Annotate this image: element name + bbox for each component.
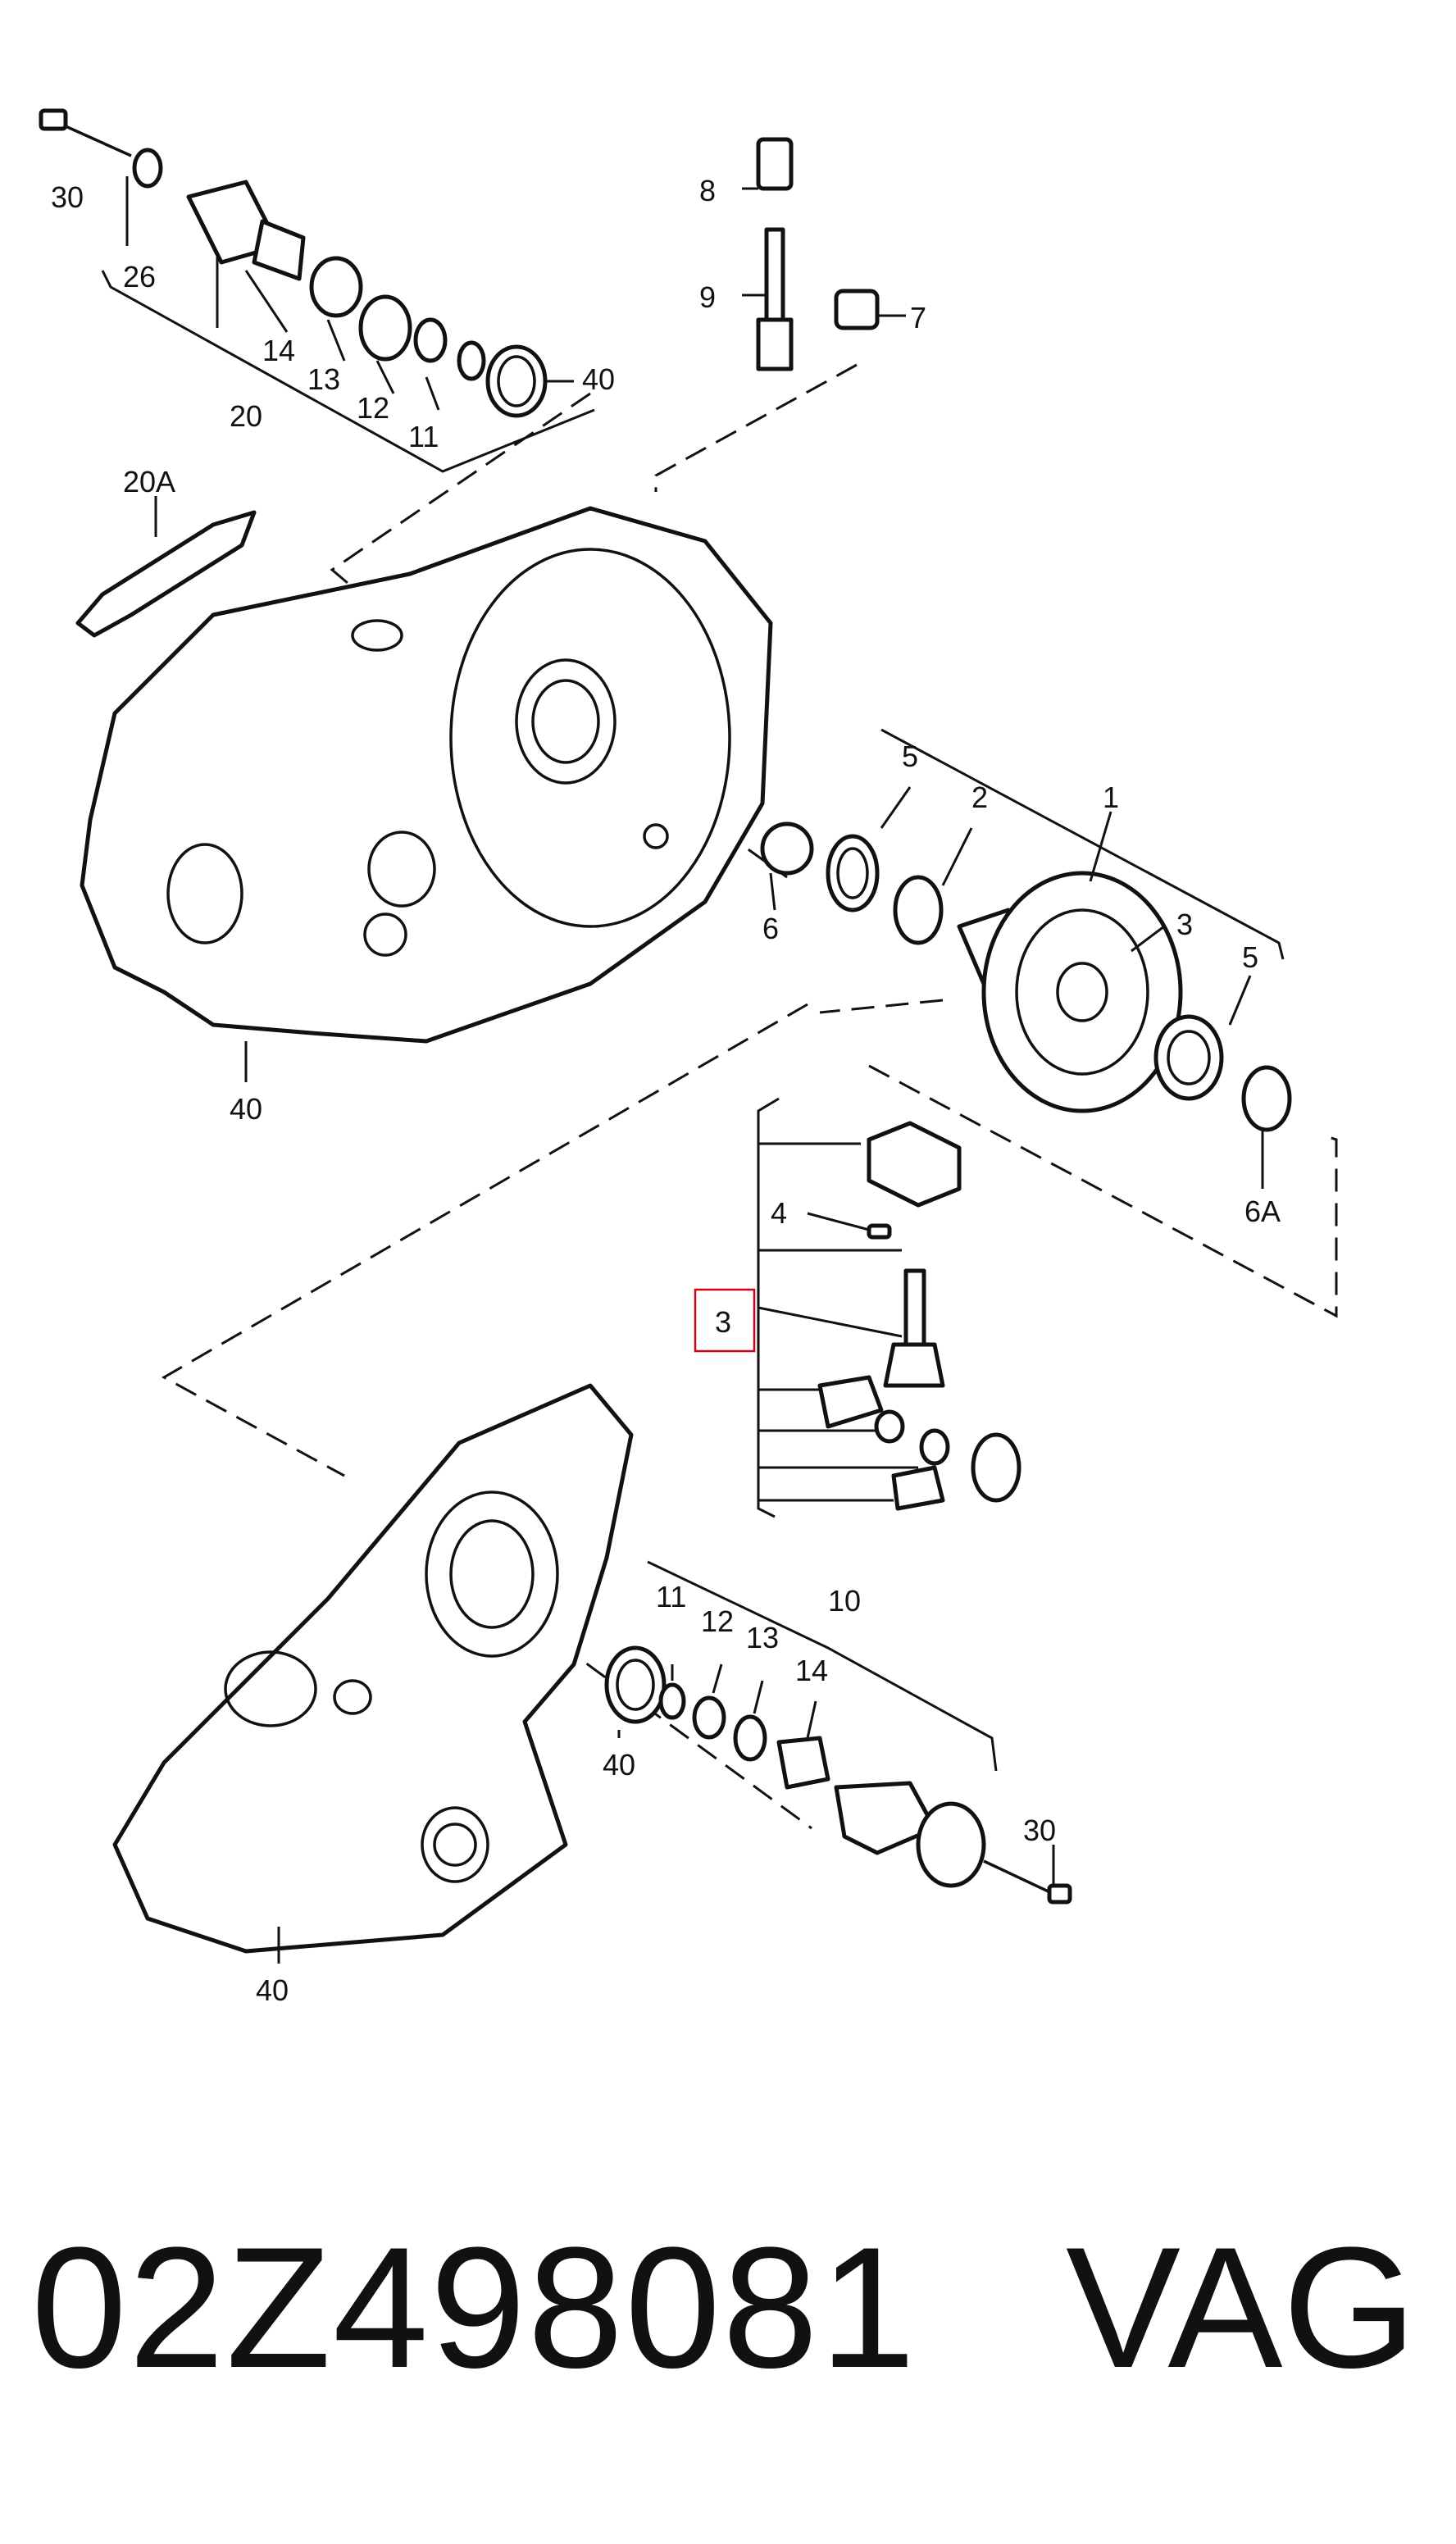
drive-flange-shaft-top [39,108,548,418]
callout-11-bottom: 11 [656,1580,686,1613]
lower-transmission-housing [112,1383,634,1954]
callout-1: 1 [1103,780,1119,814]
callout-40-top: 40 [582,362,615,396]
callout-30-top: 30 [51,180,84,214]
differential-internals [817,1121,1021,1511]
callout-5-left: 5 [902,740,918,773]
callout-30-bottom: 30 [1023,1814,1056,1847]
exploded-parts-diagram: 30 26 14 13 12 11 40 20 8 9 7 20A 40 5 2… [39,108,1338,2007]
differential-assembly [760,821,1292,1132]
drive-flange-shaft-bottom [604,1645,1072,1905]
brand-name: VAG [1066,2211,1417,2404]
callout-13-bottom: 13 [746,1621,779,1654]
callout-2: 2 [971,780,988,814]
callout-8: 8 [699,174,716,207]
sender-and-plug-top [756,137,880,371]
callout-40-seal-bottom: 40 [603,1748,635,1782]
callout-14-top: 14 [262,334,295,367]
callout-7: 7 [910,301,926,334]
callout-6A: 6A [1244,1195,1281,1228]
callout-3-right: 3 [1176,908,1193,941]
callout-20A: 20A [123,465,175,498]
callout-12-top: 12 [357,391,389,425]
callout-9: 9 [699,280,716,314]
callout-3-highlight: 3 [715,1305,731,1339]
upper-transmission-housing [80,506,773,1044]
callout-6: 6 [762,912,779,945]
sealant-tube [75,510,257,638]
callout-20: 20 [230,399,262,433]
callout-13-top: 13 [307,362,340,396]
callout-4: 4 [771,1196,787,1230]
callout-11-top: 11 [408,420,439,453]
part-number: 02Z498081 [31,2211,917,2404]
highlight-box [694,1288,756,1353]
callout-10: 10 [828,1584,861,1618]
brackets-and-leaders [101,176,1285,1964]
callout-40-housing: 40 [230,1092,262,1126]
callout-14-bottom: 14 [795,1654,828,1687]
callout-40-bottom: 40 [256,1973,289,2007]
callout-12-bottom: 12 [701,1604,734,1638]
callout-labels: 30 26 14 13 12 11 40 20 8 9 7 20A 40 5 2… [51,174,1281,2007]
callout-26: 26 [123,260,156,294]
callout-5-right: 5 [1242,940,1258,974]
